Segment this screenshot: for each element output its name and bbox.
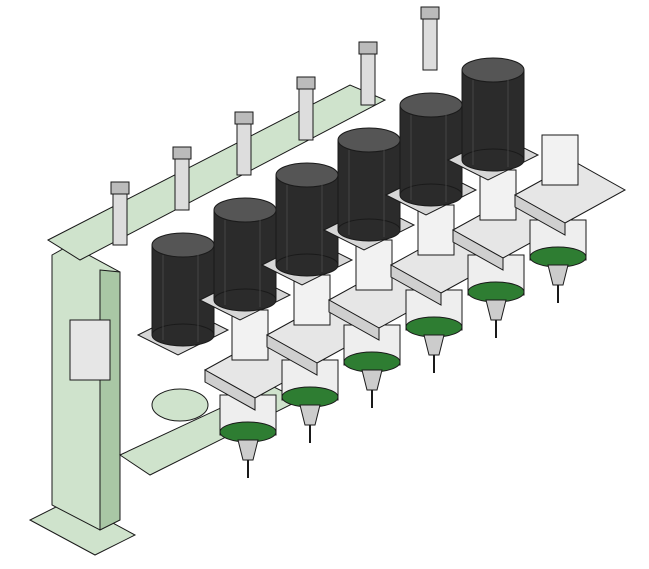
motor-body bbox=[337, 139, 401, 231]
guide-rod bbox=[422, 14, 438, 71]
spindle-green-ring bbox=[281, 386, 339, 408]
drill-chuck bbox=[423, 334, 445, 356]
motor-body bbox=[275, 174, 339, 266]
motor-bottom bbox=[275, 253, 339, 277]
motor-top bbox=[461, 57, 525, 83]
pneumatic-cylinder bbox=[541, 134, 579, 186]
guide-rod bbox=[236, 119, 252, 176]
belt-pulley bbox=[151, 388, 209, 422]
motor-body bbox=[213, 209, 277, 301]
motor-bottom bbox=[213, 288, 277, 312]
motor-bottom bbox=[399, 183, 463, 207]
rod-nut bbox=[172, 146, 192, 160]
guide-rod bbox=[360, 49, 376, 106]
plate-edge bbox=[390, 264, 442, 306]
rod-nut bbox=[358, 41, 378, 55]
drill-chuck bbox=[547, 264, 569, 286]
guide-rod bbox=[298, 84, 314, 141]
drill-chuck bbox=[485, 299, 507, 321]
guide-rod bbox=[112, 189, 128, 246]
motor-top bbox=[213, 197, 277, 223]
spindle-green-ring bbox=[467, 281, 525, 303]
spindle-units bbox=[110, 6, 627, 478]
rod-nut bbox=[420, 6, 440, 20]
motor-top bbox=[337, 127, 401, 153]
spindle-green-ring bbox=[219, 421, 277, 443]
motor-bottom bbox=[337, 218, 401, 242]
drill-unit bbox=[358, 41, 565, 338]
spindle-green-ring bbox=[405, 316, 463, 338]
drill-unit bbox=[420, 6, 627, 303]
motor-top bbox=[275, 162, 339, 188]
motor-top bbox=[151, 232, 215, 258]
plate-edge bbox=[266, 334, 318, 376]
drill-chuck bbox=[299, 404, 321, 426]
motor-body bbox=[151, 244, 215, 336]
guide-rod bbox=[174, 154, 190, 211]
motor-body bbox=[399, 104, 463, 196]
motor-top bbox=[399, 92, 463, 118]
plate-edge bbox=[328, 299, 380, 341]
rod-nut bbox=[234, 111, 254, 125]
spindle-green-ring bbox=[343, 351, 401, 373]
drill-chuck bbox=[361, 369, 383, 391]
frame-column-side bbox=[99, 269, 121, 531]
motor-bottom bbox=[461, 148, 525, 172]
drill-chuck bbox=[237, 439, 259, 461]
drill-unit bbox=[296, 76, 503, 373]
motor-body bbox=[461, 69, 525, 161]
plate-edge bbox=[452, 229, 504, 271]
rod-nut bbox=[110, 181, 130, 195]
spindle-green-ring bbox=[529, 246, 587, 268]
frame-bracket bbox=[69, 319, 111, 381]
motor-bottom bbox=[151, 323, 215, 347]
plate-edge bbox=[514, 194, 566, 236]
rod-nut bbox=[296, 76, 316, 90]
plate-edge bbox=[204, 369, 256, 411]
